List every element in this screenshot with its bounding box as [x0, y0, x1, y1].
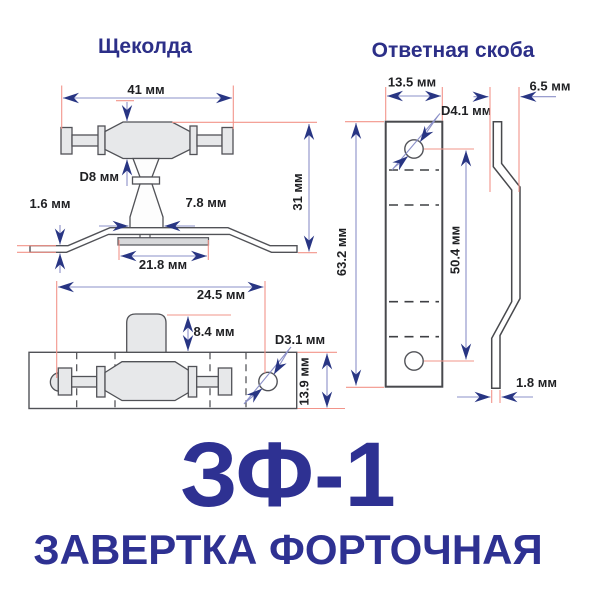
latch-shaft-left [71, 134, 100, 147]
latch-flange-right [189, 125, 198, 156]
dim-label-bend-offset: 6.5 мм [530, 79, 571, 94]
latch-top-view: 24.5 мм 8.4 мм D3.1 мм 13.9 мм [28, 281, 345, 410]
dim-label-striker-width: 13.5 мм [388, 75, 436, 90]
dim-label-profile-thickness: 1.8 мм [516, 375, 557, 390]
latch-knob-top-view [126, 313, 167, 353]
dim-label-knob-height: 8.4 мм [194, 324, 235, 339]
latch-knob-right [221, 126, 234, 155]
striker-hole-top [404, 139, 424, 159]
dim-label-mount-hole-diameter: D3.1 мм [275, 332, 325, 347]
striker-view-title: Ответная скоба [372, 39, 535, 62]
latch-collar [131, 176, 161, 185]
dim-label-mount-span: 24.5 мм [197, 287, 245, 302]
dim-label-base-thickness: 1.6 мм [30, 196, 71, 211]
latch-front-view: 41 мм D8 мм 31 мм 1.6 мм 7.8 мм 21.8 мм [17, 82, 317, 273]
dim-label-barrel-diameter: D8 мм [80, 169, 119, 184]
spindle-barrel-top-view [104, 361, 193, 402]
titles: Щеколда Ответная скоба ЗФ-1 ЗАВЕРТКА ФОР… [33, 35, 542, 573]
mounting-hole [258, 371, 278, 392]
dim-label-tongue-length: 21.8 мм [139, 257, 187, 272]
latch-tongue [117, 237, 210, 246]
spindle-shaft-right [196, 375, 219, 388]
latch-barrel [104, 121, 191, 160]
latch-bent-plate-side [29, 227, 298, 253]
dim-label-overall-width: 41 мм [127, 82, 164, 97]
latch-post [129, 183, 164, 230]
striker-profile [490, 120, 521, 390]
spindle-knob-right [217, 367, 233, 396]
dim-label-striker-hole-diameter: D4.1 мм [441, 103, 491, 118]
dim-label-striker-hole-spacing: 50.4 мм [448, 226, 463, 274]
latch-shaft-right [196, 134, 223, 147]
product-name: ЗАВЕРТКА ФОРТОЧНАЯ [33, 526, 542, 573]
product-model-code: ЗФ-1 [180, 424, 396, 526]
dim-label-post-width: 7.8 мм [186, 195, 227, 210]
striker-hole-bottom [404, 351, 424, 371]
striker-side-view: 6.5 мм 1.8 мм [457, 79, 571, 403]
striker-plate [384, 120, 444, 388]
dim-label-striker-length: 63.2 мм [334, 228, 349, 276]
spindle-knob-left [57, 367, 73, 396]
latch-knob-left [60, 126, 73, 155]
spindle-shaft-left [71, 375, 98, 388]
striker-front-view: 13.5 мм D4.1 мм 63.2 мм 50.4 мм [334, 75, 491, 388]
dim-label-overall-height: 31 мм [290, 173, 305, 210]
spindle-flange-right [187, 365, 198, 398]
latch-view-title: Щеколда [98, 35, 192, 58]
dim-label-base-width: 13.9 мм [297, 357, 312, 405]
latch-flange-left [97, 125, 106, 156]
spindle-flange-left [96, 365, 106, 398]
latch-funnel-upper [132, 157, 160, 178]
